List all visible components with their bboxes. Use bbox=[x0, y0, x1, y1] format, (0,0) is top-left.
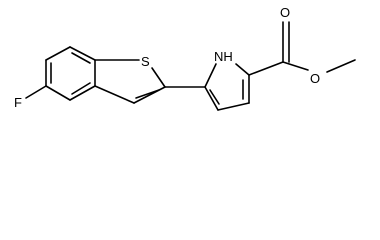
bond bbox=[248, 61, 284, 76]
bond bbox=[235, 63, 250, 76]
ester-oxygen-label: O bbox=[310, 71, 320, 86]
bond bbox=[282, 61, 309, 71]
carbonyl-oxygen-label: O bbox=[280, 5, 290, 20]
pyrrole-ring bbox=[204, 63, 250, 111]
bond bbox=[69, 85, 96, 101]
bond bbox=[326, 59, 356, 73]
sulfur-label: S bbox=[141, 54, 150, 69]
bond bbox=[45, 46, 71, 61]
double-bond-inner bbox=[71, 52, 91, 64]
fluorine-label: F bbox=[14, 95, 22, 110]
bond bbox=[45, 85, 71, 101]
methyl-ester-group bbox=[248, 21, 356, 76]
bond bbox=[133, 86, 166, 104]
bond-c-f bbox=[25, 85, 47, 99]
bond bbox=[69, 46, 96, 61]
benzene-ring bbox=[45, 46, 96, 101]
double-bond-inner bbox=[209, 89, 220, 105]
bond bbox=[94, 85, 135, 104]
double-bond-inner bbox=[71, 82, 91, 95]
bond bbox=[151, 67, 166, 88]
bond bbox=[217, 102, 250, 111]
double-bond-inner bbox=[135, 89, 160, 99]
thiophene-ring bbox=[94, 59, 166, 104]
nh-label: NH bbox=[214, 49, 233, 64]
bond bbox=[204, 86, 219, 111]
bond bbox=[204, 63, 217, 88]
structural-formula: F S NH O O bbox=[14, 5, 356, 111]
